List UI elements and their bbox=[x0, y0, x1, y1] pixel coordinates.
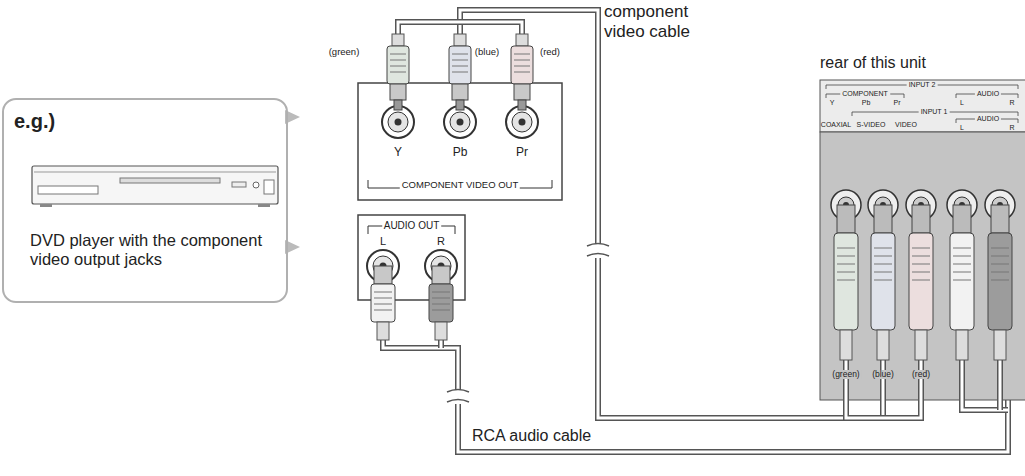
break-mark bbox=[447, 390, 469, 403]
jack-name: Pb bbox=[862, 99, 871, 107]
rca-plug bbox=[371, 266, 395, 340]
rear-jack-panel bbox=[820, 132, 1025, 400]
bracket bbox=[956, 119, 1018, 123]
input-name: INPUT 2 bbox=[907, 81, 938, 89]
cable-wire bbox=[880, 360, 886, 402]
cable-wire bbox=[846, 360, 921, 418]
power-switch bbox=[264, 180, 274, 194]
break-gap bbox=[588, 244, 608, 258]
tv-rear-panel: rear of this unit bbox=[816, 50, 1025, 400]
jack-name: Pb bbox=[453, 146, 468, 159]
input-name: AUDIO bbox=[975, 90, 1001, 98]
jack-name: VIDEO bbox=[895, 121, 917, 129]
jack-name: L bbox=[960, 99, 964, 107]
rear-label-strip bbox=[820, 80, 1025, 132]
color-note: (red) bbox=[910, 370, 932, 379]
rca-plug bbox=[871, 205, 895, 360]
rca-plug bbox=[387, 34, 409, 110]
jack-name: Pr bbox=[516, 146, 528, 159]
component-out-panel: COMPONENT VIDEO OUT bbox=[358, 83, 562, 200]
rca-plug bbox=[988, 205, 1012, 360]
cable-wire bbox=[438, 340, 444, 348]
button bbox=[232, 182, 246, 187]
audio-out-panel: AUDIO OUT bbox=[358, 215, 465, 300]
dvd-player-body bbox=[32, 166, 278, 204]
bracket bbox=[852, 112, 1018, 116]
button bbox=[253, 182, 259, 188]
jack-name: Pr bbox=[894, 99, 901, 107]
bracket bbox=[826, 94, 904, 98]
rca-plug bbox=[511, 34, 533, 110]
cable-wire bbox=[846, 360, 921, 418]
jack-name: L bbox=[960, 124, 964, 132]
dvd-player-edge bbox=[34, 172, 276, 173]
color-note: (green) bbox=[830, 370, 861, 379]
device-caption: DVD player with the component video outp… bbox=[30, 231, 282, 269]
jack-name: R bbox=[1009, 99, 1014, 107]
player-foot bbox=[40, 204, 52, 207]
jack-name: R bbox=[1009, 124, 1014, 132]
jack-name: S-VIDEO bbox=[857, 121, 886, 129]
cable-label: component video cable bbox=[604, 2, 722, 41]
input-name: COMPONENT bbox=[840, 90, 890, 98]
panel-title: COMPONENT VIDEO OUT bbox=[400, 180, 520, 191]
rca-plug bbox=[834, 205, 858, 360]
jack-name: L bbox=[380, 235, 386, 247]
rca-plug bbox=[429, 266, 453, 340]
example-callout: e.g.) DVD player with the component video… bbox=[2, 98, 288, 303]
jack-name: Y bbox=[830, 99, 835, 107]
callout-heading: e.g.) bbox=[14, 110, 55, 133]
break-gap bbox=[448, 390, 468, 404]
cable-wire bbox=[440, 340, 443, 348]
cable-label: RCA audio cable bbox=[472, 427, 591, 445]
jack-name: COAXIAL bbox=[821, 121, 851, 129]
input-name: INPUT 1 bbox=[919, 108, 950, 116]
input-name: AUDIO bbox=[975, 115, 1001, 123]
bracket bbox=[826, 85, 1018, 89]
color-note: (blue) bbox=[870, 370, 896, 379]
color-note: (red) bbox=[540, 47, 560, 57]
player-foot bbox=[258, 204, 270, 207]
bracket bbox=[956, 94, 1018, 98]
panel-title: AUDIO OUT bbox=[382, 220, 442, 232]
rca-jack bbox=[444, 106, 476, 138]
color-note: (blue) bbox=[475, 47, 499, 57]
break-mark bbox=[587, 244, 609, 257]
jack-name: R bbox=[437, 235, 445, 247]
cable-wire bbox=[999, 360, 1002, 410]
rca-jack bbox=[382, 106, 414, 138]
jack-name: Y bbox=[394, 146, 402, 159]
display-window bbox=[38, 186, 98, 194]
rca-plug bbox=[449, 34, 471, 110]
color-note: (green) bbox=[329, 47, 360, 57]
rca-plug bbox=[950, 205, 974, 360]
cable-wire bbox=[997, 360, 1003, 410]
cable-wire bbox=[962, 360, 1008, 410]
panel-heading: rear of this unit bbox=[820, 54, 926, 72]
rca-plug bbox=[909, 205, 933, 360]
rca-jack bbox=[506, 106, 538, 138]
cable-wire bbox=[882, 360, 885, 402]
cable-wire bbox=[962, 360, 1008, 410]
disc-tray bbox=[120, 178, 220, 183]
